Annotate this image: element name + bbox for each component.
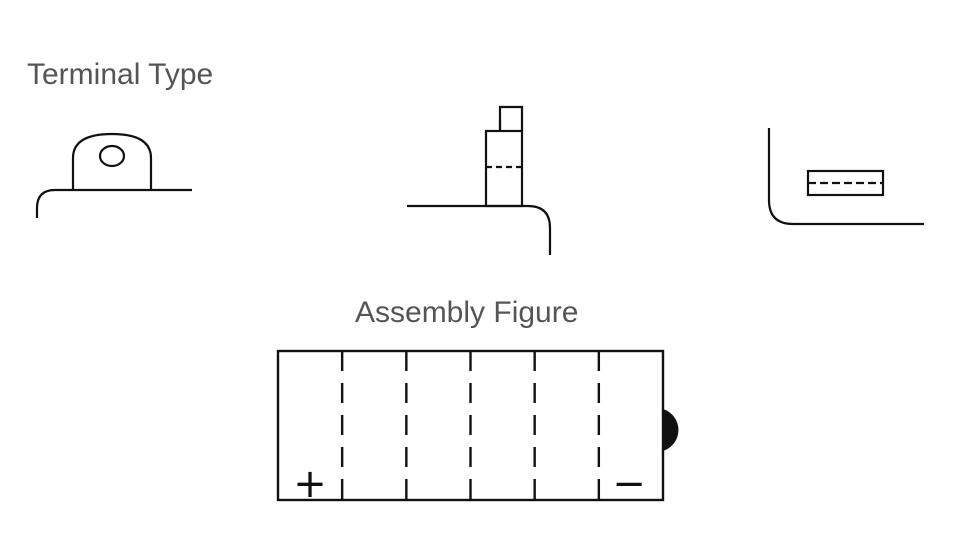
flat-bolt-terminal-icon <box>767 128 924 226</box>
cell-dividers <box>340 351 601 500</box>
upright-blade-terminal-icon <box>407 105 552 255</box>
negative-terminal-symbol: − <box>612 461 646 507</box>
assembly-figure-title: Assembly Figure <box>355 296 579 329</box>
round-eye-post-terminal-icon <box>35 132 192 218</box>
vent-cap-icon <box>663 409 679 451</box>
positive-terminal-symbol: + <box>293 461 327 507</box>
terminal-type-title: Terminal Type <box>27 58 214 91</box>
